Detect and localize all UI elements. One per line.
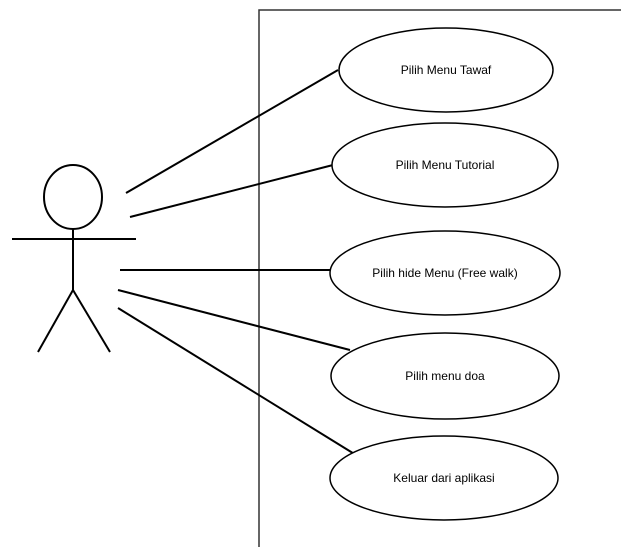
use-case-ellipse xyxy=(329,230,561,316)
use-case-label: Keluar dari aplikasi xyxy=(393,471,494,485)
use-case-ellipse xyxy=(331,122,559,208)
actor-right-leg xyxy=(72,289,111,353)
use-case-doa[interactable]: Pilih menu doa xyxy=(330,332,560,420)
association-line xyxy=(129,164,334,218)
use-case-free-walk[interactable]: Pilih hide Menu (Free walk) xyxy=(329,230,561,316)
use-case-exit[interactable]: Keluar dari aplikasi xyxy=(329,435,559,521)
use-case-label: Pilih Menu Tutorial xyxy=(396,158,495,172)
actor-left-leg xyxy=(37,289,74,353)
use-case-ellipse xyxy=(330,332,560,420)
associations xyxy=(117,69,357,456)
use-case-ellipse xyxy=(338,27,554,113)
use-case-ellipse xyxy=(329,435,559,521)
actor-head xyxy=(43,164,103,230)
use-case-label: Pilih hide Menu (Free walk) xyxy=(372,266,517,280)
association-line xyxy=(125,69,339,194)
use-case-tutorial[interactable]: Pilih Menu Tutorial xyxy=(331,122,559,208)
system-boundary xyxy=(258,9,621,547)
use-case-tawaf[interactable]: Pilih Menu Tawaf xyxy=(338,27,554,113)
association-line xyxy=(117,307,357,456)
use-case-label: Pilih Menu Tawaf xyxy=(401,63,492,77)
association-line xyxy=(117,289,351,351)
actor xyxy=(12,164,136,353)
use-case-label: Pilih menu doa xyxy=(405,369,485,383)
